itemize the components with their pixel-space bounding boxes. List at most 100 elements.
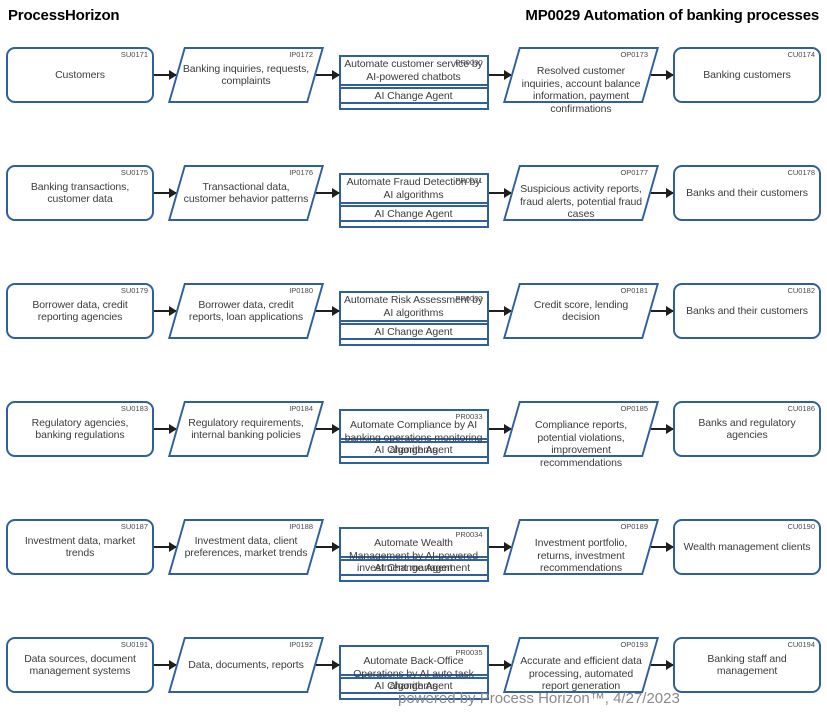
flow-arrow xyxy=(316,306,340,316)
node-id: IP0192 xyxy=(289,640,314,649)
ai-change-agent-label: AI Change Agent xyxy=(340,441,487,458)
node-id: PR0034 xyxy=(455,530,483,539)
flow-arrow xyxy=(154,542,178,552)
flow-arrow xyxy=(650,188,675,198)
node-label: Borrower data, credit reporting agencies xyxy=(32,298,128,324)
flow-arrow xyxy=(316,188,340,198)
node-label: Wealth management clients xyxy=(683,540,811,553)
node-id: IP0184 xyxy=(289,404,314,413)
app-title: ProcessHorizon xyxy=(8,7,120,24)
flow-arrow xyxy=(650,70,675,80)
node-label: Transactional data, customer behavior pa… xyxy=(183,180,309,206)
node-label: Resolved customer inquiries, account bal… xyxy=(521,65,641,115)
node-label: Banks and their customers xyxy=(686,186,808,199)
node-id: CU0190 xyxy=(787,522,815,531)
footer-credit: powered by Process Horizon™, 4/27/2023 xyxy=(398,690,680,707)
node-id: SU0191 xyxy=(120,640,148,649)
node-id: CU0194 xyxy=(787,640,815,649)
node-label: Compliance reports, potential violations… xyxy=(534,419,627,469)
node-label: Automate Fraud Detection by AI algorithm… xyxy=(346,176,481,201)
node-label: Investment portfolio, returns, investmen… xyxy=(534,537,627,574)
node-id: IP0180 xyxy=(289,286,314,295)
node-id: OP0181 xyxy=(620,286,648,295)
flow-arrow xyxy=(650,306,675,316)
flow-arrow xyxy=(488,306,513,316)
node-id: SU0183 xyxy=(120,404,148,413)
node-label: Automate Risk Assessment by AI algorithm… xyxy=(343,294,484,319)
node-id: PR0031 xyxy=(455,176,483,185)
node-id: OP0189 xyxy=(620,522,648,531)
flow-arrow xyxy=(488,542,513,552)
node-id: OP0173 xyxy=(620,50,648,59)
node-label: Banking inquiries, requests, complaints xyxy=(183,62,310,88)
node-label: Accurate and efficient data processing, … xyxy=(520,655,642,692)
node-label: Investment data, client preferences, mar… xyxy=(184,534,308,560)
ai-change-agent-label: AI Change Agent xyxy=(340,205,487,222)
node-id: SU0187 xyxy=(120,522,148,531)
node-id: SU0179 xyxy=(120,286,148,295)
node-id: OP0177 xyxy=(620,168,648,177)
node-label: Suspicious activity reports, fraud alert… xyxy=(519,183,642,220)
flow-arrow xyxy=(488,70,513,80)
node-id: IP0176 xyxy=(289,168,314,177)
flow-arrow xyxy=(488,660,513,670)
ai-change-agent-label: AI Change Agent xyxy=(340,677,487,694)
header: ProcessHorizon MP0029 Automation of bank… xyxy=(0,0,827,45)
node-id: PR0033 xyxy=(455,412,483,421)
node-label: Data, documents, reports xyxy=(188,658,305,671)
node-id: IP0172 xyxy=(289,50,314,59)
flow-arrow xyxy=(154,424,178,434)
node-label: Data sources, document management system… xyxy=(24,652,136,678)
node-id: CU0186 xyxy=(787,404,815,413)
node-id: CU0182 xyxy=(787,286,815,295)
flow-arrow xyxy=(154,660,178,670)
node-label: Banking staff and management xyxy=(707,652,787,678)
node-label: Regulatory agencies, banking regulations xyxy=(31,416,129,442)
node-label: Banks and their customers xyxy=(686,304,808,317)
flow-arrow xyxy=(488,188,513,198)
map-title: MP0029 Automation of banking processes xyxy=(525,7,819,24)
node-label: Automate Compliance by AI banking operat… xyxy=(344,419,483,456)
node-id: SU0175 xyxy=(120,168,148,177)
ai-change-agent-label: AI Change Agent xyxy=(340,323,487,340)
